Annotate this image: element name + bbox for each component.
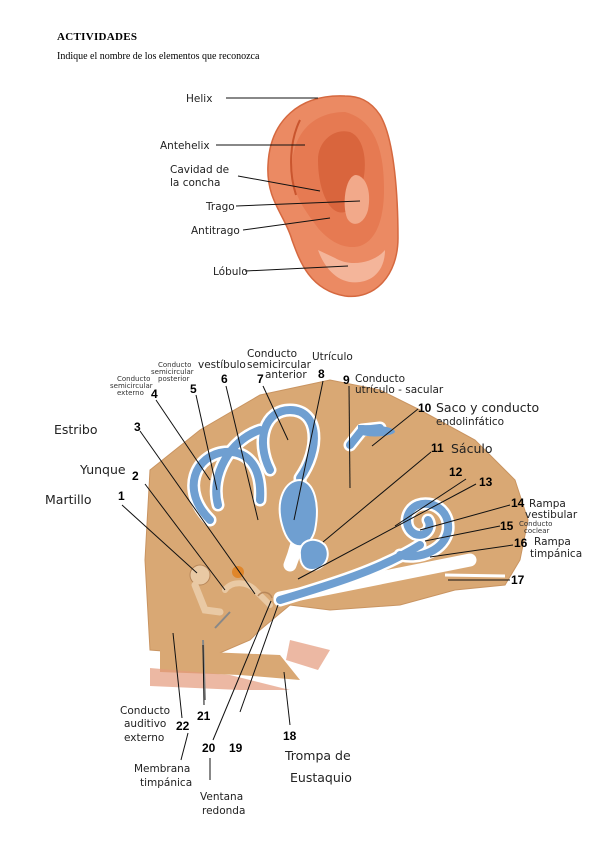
number-11: 11 xyxy=(431,441,444,455)
number-7: 7 xyxy=(257,372,264,386)
label-sc-posterior-2: semicircular xyxy=(151,368,194,376)
label-trago: Trago xyxy=(205,201,235,213)
number-1: 1 xyxy=(118,489,125,503)
number-18: 18 xyxy=(283,729,297,743)
label-martillo: Martillo xyxy=(45,492,92,507)
number-13: 13 xyxy=(479,475,493,489)
label-sc-posterior-3: posterior xyxy=(158,375,190,383)
label-sc-externo-1: Conducto xyxy=(117,375,150,383)
label-saculo: Sáculo xyxy=(451,441,493,456)
number-8: 8 xyxy=(318,367,325,381)
number-12: 12 xyxy=(449,465,463,479)
label-membrana-1: Membrana xyxy=(134,763,190,775)
number-19: 19 xyxy=(229,741,243,755)
label-ventana-1: Ventana xyxy=(200,791,243,803)
label-cae-1: Conducto xyxy=(120,705,170,717)
number-10: 10 xyxy=(418,401,432,415)
number-20: 20 xyxy=(202,741,216,755)
number-22: 22 xyxy=(176,719,190,733)
label-sc-externo-3: externo xyxy=(117,389,144,397)
label-antitrago: Antitrago xyxy=(191,225,240,237)
label-sc-anterior-1: Conducto xyxy=(247,348,297,360)
number-2: 2 xyxy=(132,469,139,483)
instruction-text: Indique el nombre de los elementos que r… xyxy=(57,51,260,62)
number-14: 14 xyxy=(511,496,525,510)
number-6: 6 xyxy=(221,372,228,386)
number-16: 16 xyxy=(514,536,528,550)
label-sc-anterior-2: semicircular xyxy=(247,359,312,371)
label-saco-1: Saco y conducto xyxy=(436,400,539,415)
label-sc-anterior-3: anterior xyxy=(265,369,307,381)
label-cus-2: utrículo - sacular xyxy=(355,384,444,396)
number-5: 5 xyxy=(190,382,197,396)
label-membrana-2: timpánica xyxy=(140,777,192,789)
number-3: 3 xyxy=(134,420,141,434)
label-estribo: Estribo xyxy=(54,422,98,437)
label-antehelix: Antehelix xyxy=(160,140,210,152)
label-trompa-2: Eustaquio xyxy=(290,770,352,785)
label-lobulo: Lóbulo xyxy=(213,266,248,278)
label-concha-line1: Cavidad de xyxy=(170,164,229,176)
label-trompa-1: Trompa de xyxy=(284,748,351,763)
number-21: 21 xyxy=(197,709,211,723)
label-concha-line2: la concha xyxy=(170,177,220,189)
label-cae-2: auditivo xyxy=(124,718,166,730)
label-vestibulo: vestíbulo xyxy=(198,359,246,371)
label-rampa-vestibular-1: Rampa xyxy=(529,498,566,510)
label-saco-2: endolinfático xyxy=(436,416,504,428)
number-15: 15 xyxy=(500,519,514,533)
label-sc-posterior-1: Conducto xyxy=(158,361,191,369)
external-ear-illustration xyxy=(267,95,399,298)
inner-ear-label-lines xyxy=(121,380,514,780)
label-yunque: Yunque xyxy=(79,462,126,477)
label-rampa-timpanica-1: Rampa xyxy=(534,536,571,548)
label-cus-1: Conducto xyxy=(355,373,405,385)
label-rampa-vestibular-2: vestibular xyxy=(525,509,578,521)
label-ventana-2: redonda xyxy=(202,805,245,817)
number-4: 4 xyxy=(151,387,158,401)
label-rampa-timpanica-2: timpánica xyxy=(530,548,582,560)
ear-label-lines xyxy=(216,97,361,272)
number-17: 17 xyxy=(511,573,525,587)
label-coclear-1: Conducto xyxy=(519,520,552,528)
label-coclear-2: coclear xyxy=(524,527,550,535)
label-cae-3: externo xyxy=(124,732,164,744)
number-9: 9 xyxy=(343,373,350,387)
inner-ear-illustration xyxy=(144,379,529,701)
label-sc-externo-2: semicircular xyxy=(110,382,153,390)
label-helix: Helix xyxy=(186,93,212,105)
page-heading: ACTIVIDADES xyxy=(57,31,138,43)
label-utriculo: Utrículo xyxy=(312,351,353,363)
